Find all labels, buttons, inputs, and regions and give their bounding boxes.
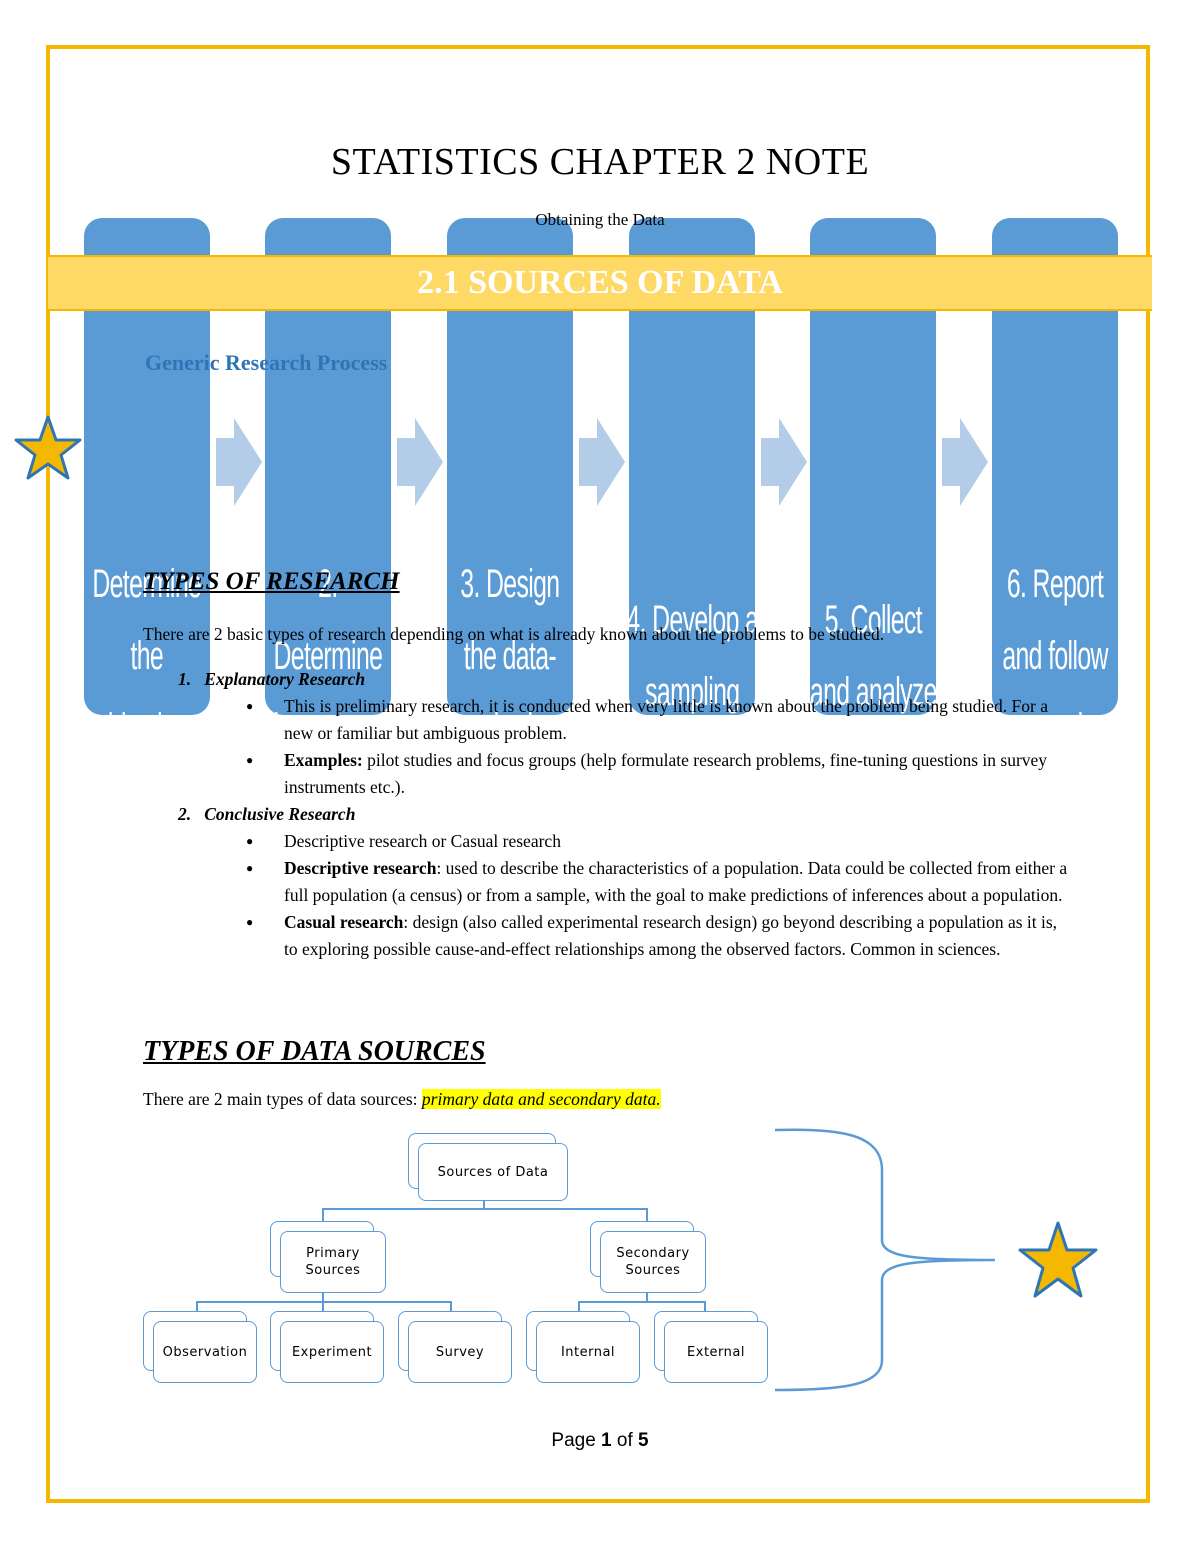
list-item: Descriptive research: used to describe t… — [246, 855, 1068, 909]
research-list: 1. Explanatory Research This is prelimin… — [178, 666, 1068, 963]
diagram-node-observation: Observation — [153, 1321, 257, 1383]
section-banner: 2.1 SOURCES OF DATA — [48, 255, 1152, 311]
bullet-text: : used to describe the characteristics o… — [284, 858, 1068, 905]
list-item: This is preliminary research, it is cond… — [246, 693, 1068, 747]
footer-page-total: 5 — [638, 1430, 649, 1451]
connector-line — [704, 1301, 706, 1315]
connector-line — [322, 1290, 324, 1302]
bullet-text: pilot studies and focus groups (help for… — [284, 750, 1048, 797]
page-title: STATISTICS CHAPTER 2 NOTE — [330, 141, 870, 183]
connector-line — [322, 1208, 647, 1210]
process-heading: Generic Research Process — [145, 350, 388, 375]
brace-shape — [774, 1128, 996, 1392]
bullet-text: : design (also called experimental resea… — [284, 912, 1058, 959]
diagram-node-survey: Survey — [408, 1321, 512, 1383]
footer-page-number: 1 — [601, 1430, 612, 1451]
research-item-title: 1. Explanatory Research — [178, 666, 1068, 693]
diagram-node-external: External — [664, 1321, 768, 1383]
footer-page-word: Page — [551, 1430, 602, 1451]
arrow-right-icon — [397, 418, 443, 506]
diagram-node-secondary: Secondary Sources — [600, 1231, 706, 1293]
bullet-list: This is preliminary research, it is cond… — [246, 693, 1068, 801]
arrow-right-icon — [216, 418, 262, 506]
connector-line — [483, 1200, 485, 1209]
arrow-right-icon — [942, 418, 988, 506]
data-sources-intro-text: There are 2 main types of data sources: — [143, 1089, 422, 1109]
subtitle: Obtaining the Data — [535, 210, 665, 229]
data-sources-intro: There are 2 main types of data sources: … — [143, 1089, 661, 1110]
star-icon — [14, 415, 82, 480]
diagram-node-root: Sources of Data — [418, 1143, 568, 1201]
connector-line — [322, 1301, 324, 1315]
bullet-bold: Examples: — [284, 750, 363, 770]
footer-of-word: of — [611, 1430, 639, 1451]
bullet-text: Descriptive research or Casual research — [284, 831, 561, 851]
diagram-node-internal: Internal — [536, 1321, 640, 1383]
diagram-node-experiment: Experiment — [280, 1321, 384, 1383]
process-step-label: Determine the objectives of the research — [92, 562, 202, 715]
connector-line — [578, 1301, 705, 1303]
research-item-label: Conclusive Research — [204, 804, 356, 824]
research-item-number: 1. — [178, 669, 192, 689]
connector-line — [196, 1301, 198, 1315]
connector-line — [646, 1290, 648, 1302]
list-item: Examples: pilot studies and focus groups… — [246, 747, 1068, 801]
bullet-list: Descriptive research or Casual research … — [246, 828, 1068, 963]
highlighted-text: primary data and secondary data. — [421, 1089, 661, 1109]
arrow-right-icon — [761, 418, 807, 506]
research-item-number: 2. — [178, 804, 192, 824]
process-step-label: 6. Report and follow up on the findings — [1002, 562, 1108, 715]
connector-line — [322, 1208, 324, 1228]
types-of-research-heading: TYPES OF RESEARCH — [143, 568, 400, 595]
types-of-data-sources-heading: TYPES OF DATA SOURCES — [143, 1036, 486, 1067]
research-item-title: 2. Conclusive Research — [178, 801, 1068, 828]
star-icon — [1018, 1221, 1098, 1298]
list-item: Descriptive research or Casual research — [246, 828, 1068, 855]
bullet-bold: Casual research — [284, 912, 404, 932]
page-footer: Page 1 of 5 — [0, 1430, 1200, 1452]
list-item: Casual research: design (also called exp… — [246, 909, 1068, 963]
types-of-research-intro: There are 2 basic types of research depe… — [143, 624, 885, 644]
research-item-label: Explanatory Research — [204, 669, 366, 689]
connector-line — [450, 1301, 452, 1315]
connector-line — [646, 1208, 648, 1228]
bullet-bold: Descriptive research — [284, 858, 437, 878]
bullet-text: This is preliminary research, it is cond… — [284, 696, 1048, 743]
connector-line — [578, 1301, 580, 1315]
diagram-node-primary: Primary Sources — [280, 1231, 386, 1293]
arrow-right-icon — [579, 418, 625, 506]
page-border — [46, 45, 1150, 1503]
